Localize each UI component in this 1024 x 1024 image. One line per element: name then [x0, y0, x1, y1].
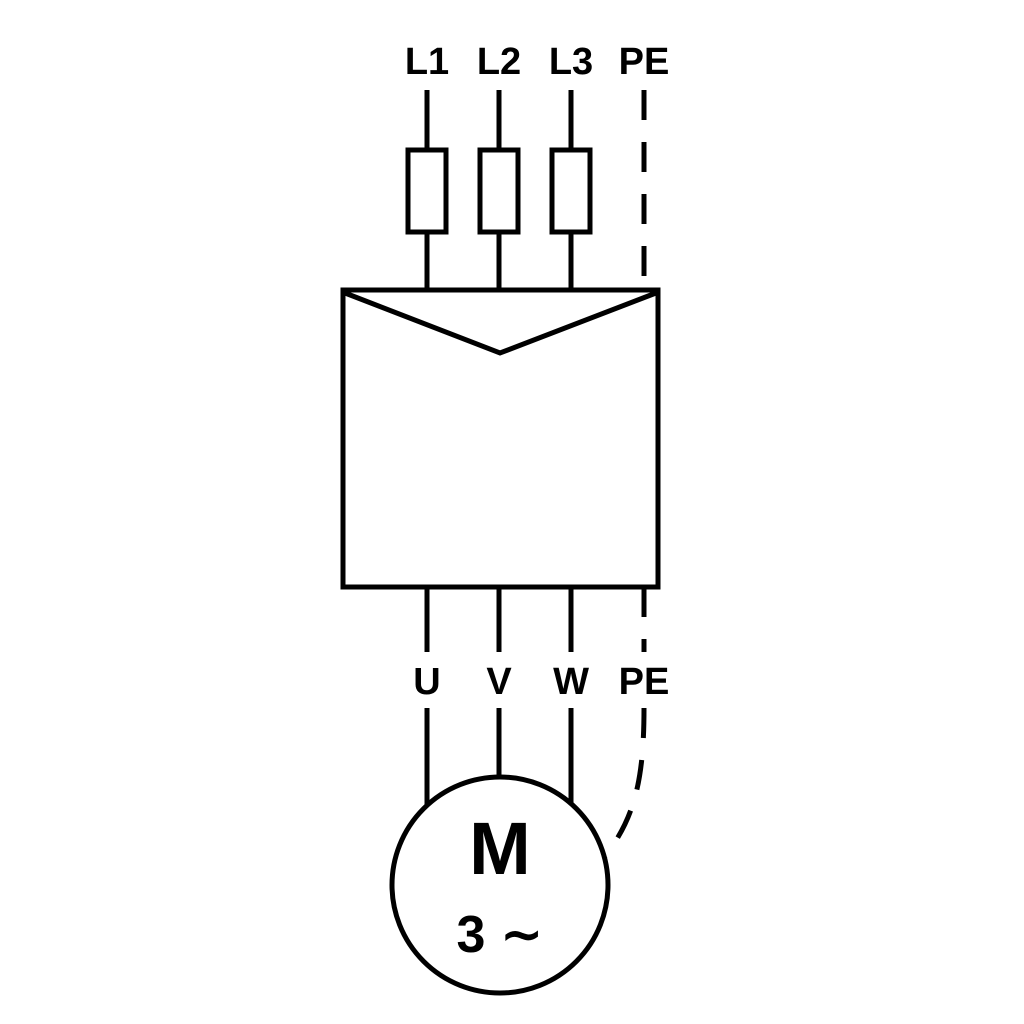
terminal-label-pe-bottom: PE: [619, 661, 670, 703]
fuse-l2: [477, 147, 521, 235]
converter-box: [340, 287, 661, 590]
converter-flap: [344, 290, 657, 356]
fuse-l3: [549, 147, 593, 235]
terminal-label-l1: L1: [405, 41, 449, 83]
motor-phase-label: 3 ∼: [457, 906, 544, 964]
terminal-label-w: W: [553, 661, 589, 703]
motor-letter: M: [469, 807, 531, 890]
terminal-label-u: U: [413, 661, 440, 703]
terminal-label-l3: L3: [549, 41, 593, 83]
terminal-label-v: V: [486, 661, 512, 703]
fuse-l1: [405, 147, 449, 235]
motor-circle: [389, 774, 611, 996]
terminal-label-pe-top: PE: [619, 41, 670, 83]
terminal-label-l2: L2: [477, 41, 521, 83]
